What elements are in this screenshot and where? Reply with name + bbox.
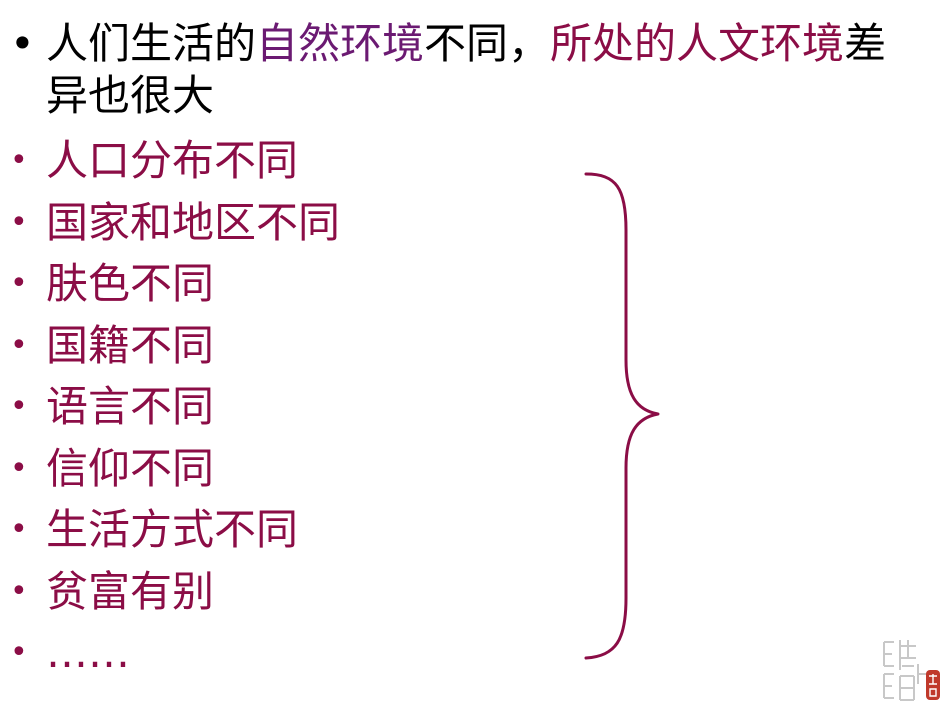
list-item: • 国籍不同 <box>0 315 340 377</box>
bullet-icon: • <box>10 389 28 424</box>
list-item: • 人口分布不同 <box>0 130 340 192</box>
list-item: • 肤色不同 <box>0 253 340 315</box>
list-item: • 生活方式不同 <box>0 499 340 561</box>
list-item-label: 人口分布不同 <box>46 136 299 185</box>
difference-list: • 人口分布不同 • 国家和地区不同 • 肤色不同 • 国籍不同 • 语言不同 • 信仰不同… <box>0 130 340 684</box>
list-item-label: …… <box>46 628 130 677</box>
list-item-label: 语言不同 <box>46 382 215 431</box>
list-item-label: 生活方式不同 <box>46 505 299 554</box>
list-item-label: 国籍不同 <box>46 320 215 370</box>
lead-text: 人们生活的自然环境不同，所处的人文环境差异也很大 <box>0 18 910 122</box>
bullet-icon: • <box>10 635 28 670</box>
bullet-icon: • <box>10 450 28 486</box>
bullet-icon: • <box>10 204 28 240</box>
list-item-label: 信仰不同 <box>46 443 215 493</box>
list-item: • 贫富有别 <box>0 561 340 623</box>
bullet-icon: • <box>10 19 35 68</box>
list-item: • …… <box>0 622 340 684</box>
lead-part-3: 不同， <box>424 19 551 68</box>
lead-part-1: 人们生活的 <box>46 19 257 68</box>
list-item: • 国家和地区不同 <box>0 192 340 254</box>
lead-cultural-environment: 所处的人文环境 <box>550 19 845 68</box>
bullet-icon: • <box>10 512 28 547</box>
lead-natural-environment: 自然环境 <box>256 19 425 68</box>
right-curly-brace-icon <box>584 172 660 660</box>
lead-bullet: • 人们生活的自然环境不同，所处的人文环境差异也很大 <box>0 18 910 122</box>
watermark-seal-icon <box>883 640 940 701</box>
bullet-icon: • <box>10 143 28 178</box>
list-item: • 信仰不同 <box>0 438 340 500</box>
bullet-icon: • <box>10 573 28 609</box>
bullet-icon: • <box>10 266 28 301</box>
bullet-icon: • <box>10 327 28 363</box>
lead-part-5: 差异也很大 <box>46 19 887 120</box>
list-item: • 语言不同 <box>0 376 340 438</box>
list-item-label: 肤色不同 <box>46 259 215 308</box>
list-item-label: 国家和地区不同 <box>46 197 341 247</box>
list-item-label: 贫富有别 <box>46 566 215 616</box>
